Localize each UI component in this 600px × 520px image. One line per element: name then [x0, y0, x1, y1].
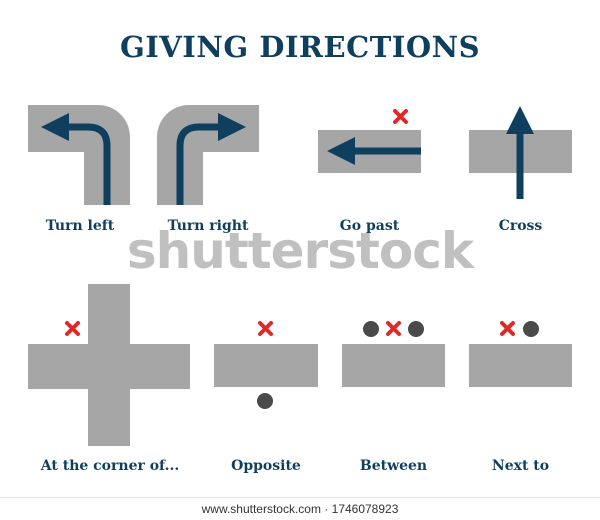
between-x-marker: [386, 321, 401, 336]
opposite-dot: [257, 393, 273, 409]
go-past-x-marker: [393, 109, 408, 124]
corner-x-marker: [65, 321, 80, 336]
between-dot-left: [363, 321, 379, 337]
label-at-corner: At the corner of...: [40, 458, 180, 474]
label-cross: Cross: [498, 218, 543, 234]
between-road: [342, 344, 445, 387]
opposite-road: [214, 344, 318, 387]
next-to-illustration: [469, 321, 572, 387]
cross-illustration: [469, 106, 572, 199]
label-between: Between: [359, 458, 428, 474]
turn-right-illustration: [157, 105, 259, 205]
turn-right-arrow: [176, 113, 246, 205]
next-to-road: [469, 344, 572, 387]
between-dot-right: [408, 321, 424, 337]
label-turn-right: Turn right: [167, 218, 249, 234]
page-title: GIVING DIRECTIONS: [119, 30, 481, 64]
next-to-x-marker: [500, 321, 515, 336]
between-illustration: [342, 321, 445, 387]
opposite-illustration: [214, 321, 318, 409]
turn-left-road: [28, 105, 130, 205]
label-go-past: Go past: [339, 218, 400, 234]
turn-left-illustration: [28, 105, 130, 205]
opposite-x-marker: [258, 321, 273, 336]
next-to-dot: [523, 321, 539, 337]
stock-footer: www.shutterstock.com · 1746078923: [0, 497, 600, 520]
turn-right-road: [157, 105, 259, 205]
label-opposite: Opposite: [231, 458, 301, 474]
label-turn-left: Turn left: [45, 218, 115, 234]
corner-illustration: [28, 284, 190, 446]
label-next-to: Next to: [491, 458, 550, 474]
turn-left-arrow: [41, 113, 111, 205]
go-past-illustration: [318, 109, 421, 173]
corner-road: [28, 284, 190, 446]
watermark: shutterstock: [126, 222, 474, 280]
